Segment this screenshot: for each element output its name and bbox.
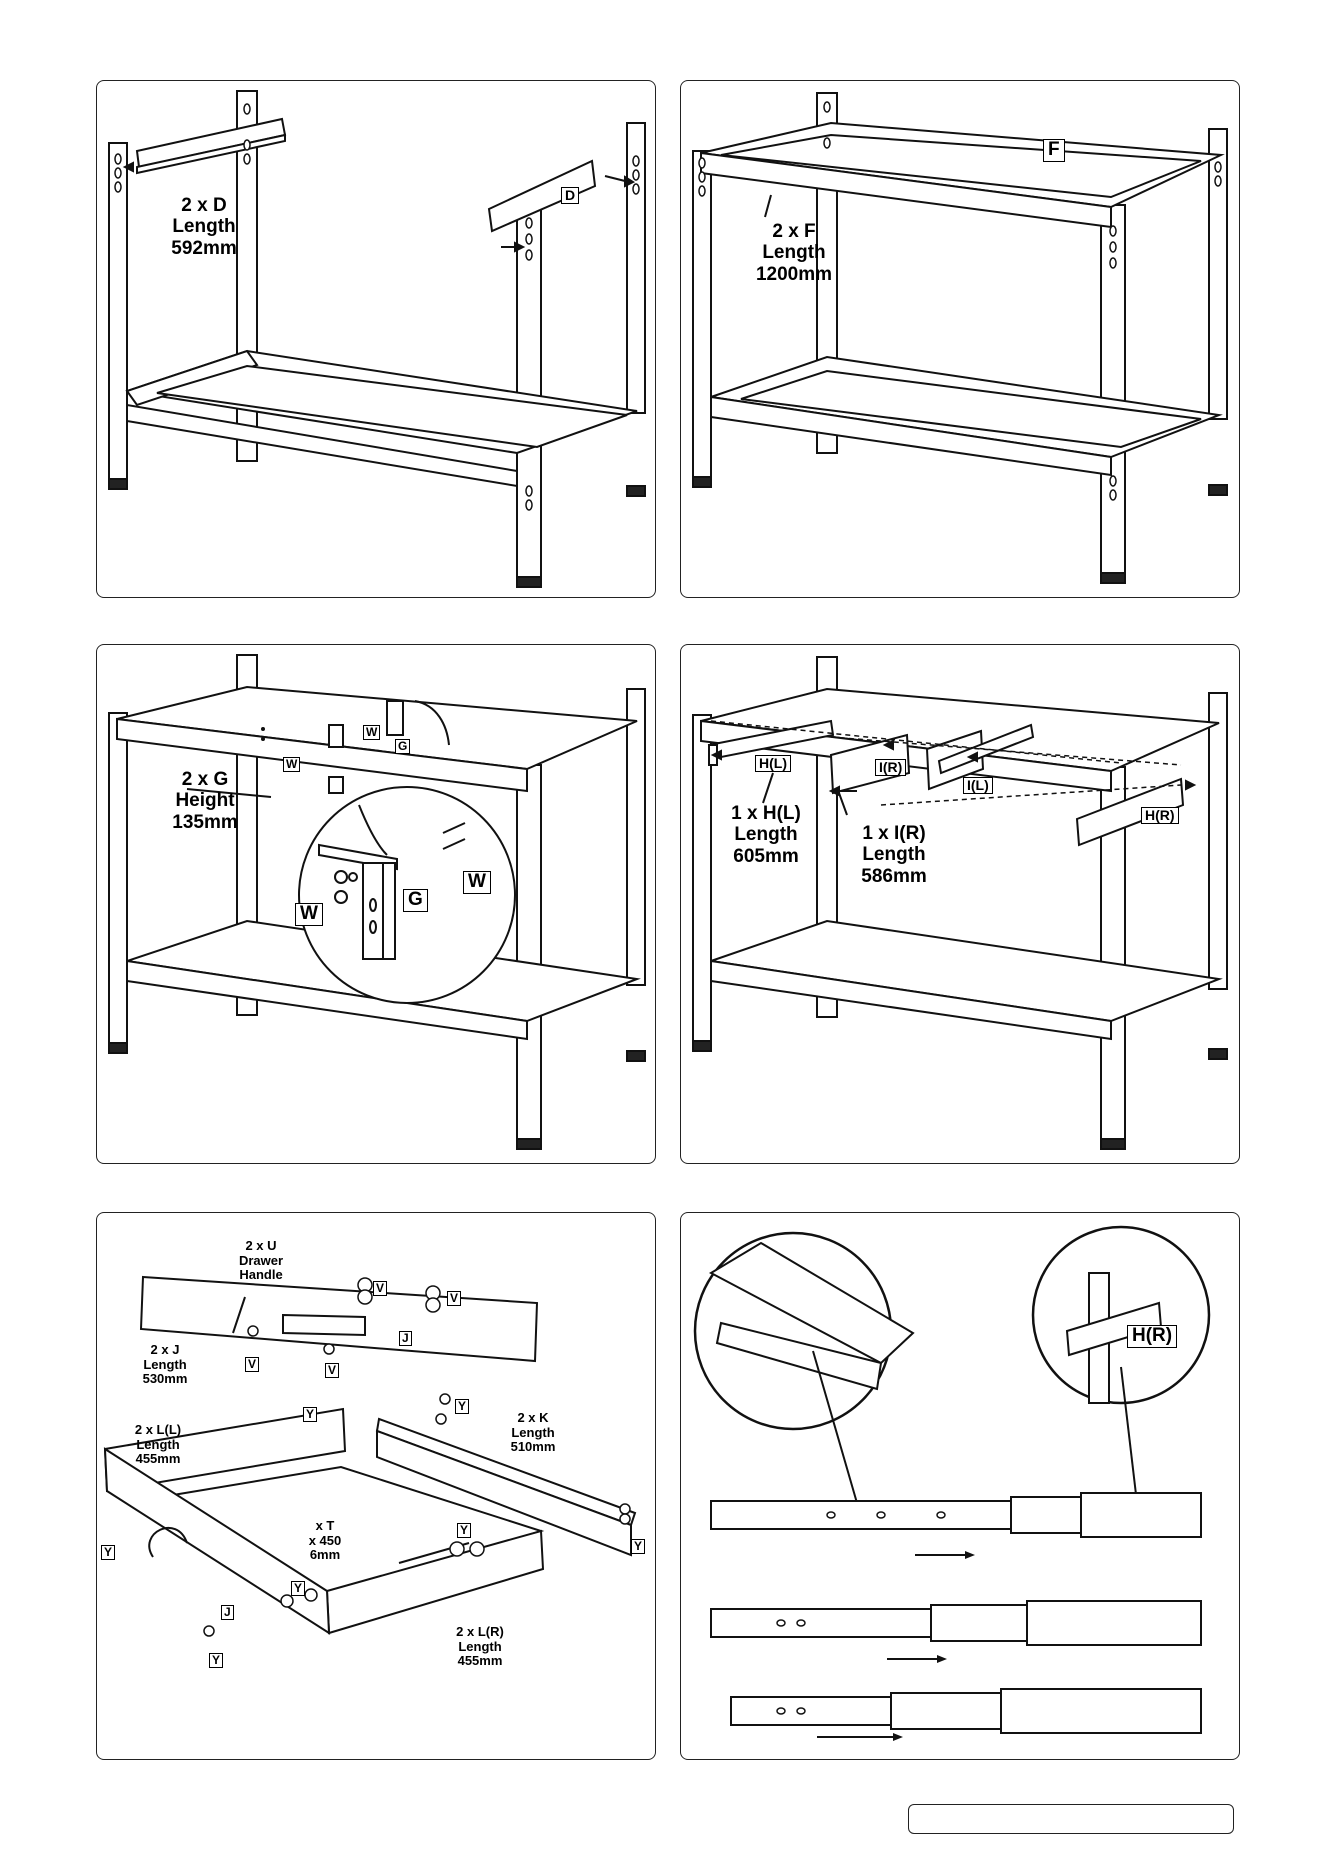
- part-il-tag: I(L): [963, 777, 993, 794]
- part-hl-label: 1 x H(L) Length 605mm: [701, 803, 831, 867]
- part-y-tag-5: Y: [291, 1581, 305, 1596]
- part-k-label: 2 x K Length 510mm: [493, 1411, 573, 1455]
- step-panel-5: 2 x U Drawer Handle 2 x J Length 530mm 2…: [96, 1212, 656, 1760]
- part-v-tag-2: V: [447, 1291, 461, 1306]
- part-g-label: 2 x G Height 135mm: [145, 769, 265, 833]
- part-w-tag-4: W: [295, 903, 323, 926]
- part-hl-tag: H(L): [755, 755, 791, 772]
- part-ll-label: 2 x L(L) Length 455mm: [113, 1423, 203, 1467]
- step-panel-1: 2 x D Length 592mm D: [96, 80, 656, 598]
- part-ir-tag: I(R): [875, 759, 906, 776]
- part-v-tag-1: V: [373, 1281, 387, 1296]
- part-v-tag-4: V: [325, 1363, 339, 1378]
- part-w-tag-3: W: [463, 871, 491, 894]
- step-panel-6: H(R): [680, 1212, 1240, 1760]
- part-g-tag-2: G: [403, 889, 428, 912]
- frame-brackets-illustration: [97, 645, 655, 1163]
- drawer-runners-illustration: [681, 645, 1239, 1163]
- part-lr-label: 2 x L(R) Length 455mm: [435, 1625, 525, 1669]
- part-hr-tag-zoom: H(R): [1127, 1325, 1177, 1348]
- part-u-label: 2 x U Drawer Handle: [221, 1239, 301, 1283]
- part-t-label: x T x 450 6mm: [295, 1519, 355, 1563]
- part-y-tag-3: Y: [101, 1545, 115, 1560]
- part-j-label: 2 x J Length 530mm: [125, 1343, 205, 1387]
- part-f-label: 2 x F Length 1200mm: [729, 221, 859, 285]
- frame-side-rails-illustration: [97, 81, 655, 597]
- part-v-tag-3: V: [245, 1357, 259, 1372]
- part-y-tag-2: Y: [455, 1399, 469, 1414]
- part-g-tag-1: G: [395, 739, 410, 754]
- part-w-tag-1: W: [363, 725, 380, 740]
- part-j-tag-1: J: [399, 1331, 412, 1346]
- part-d-tag: D: [561, 187, 579, 204]
- part-hr-tag: H(R): [1141, 807, 1179, 824]
- step-panel-3: 2 x G Height 135mm W W G W W G: [96, 644, 656, 1164]
- part-y-tag-4: Y: [457, 1523, 471, 1538]
- part-w-tag-2: W: [283, 757, 300, 772]
- step-panel-4: 1 x H(L) Length 605mm 1 x I(R) Length 58…: [680, 644, 1240, 1164]
- part-f-tag: F: [1043, 139, 1065, 162]
- runner-extension-illustration: [681, 1213, 1239, 1759]
- part-j-tag-2: J: [221, 1605, 234, 1620]
- part-d-label: 2 x D Length 592mm: [149, 195, 259, 259]
- step-panel-2: 2 x F Length 1200mm F: [680, 80, 1240, 598]
- part-ir-label: 1 x I(R) Length 586mm: [829, 823, 959, 887]
- footer-page-box: [908, 1804, 1234, 1834]
- part-y-tag-6: Y: [631, 1539, 645, 1554]
- part-y-tag-1: Y: [303, 1407, 317, 1422]
- part-y-tag-7: Y: [209, 1653, 223, 1668]
- frame-long-rails-illustration: [681, 81, 1239, 597]
